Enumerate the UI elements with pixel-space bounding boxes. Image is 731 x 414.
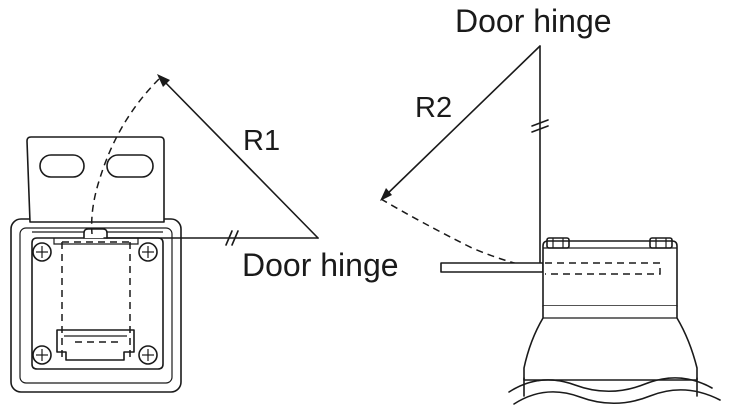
right-break-mark-1 bbox=[531, 119, 549, 127]
right-switch-body bbox=[523, 305, 698, 381]
left-door-hinge-label: Door hinge bbox=[242, 247, 399, 283]
left-screw-bottom-left bbox=[32, 345, 52, 365]
right-screw-right bbox=[649, 237, 673, 249]
left-bottom-bracket bbox=[56, 329, 135, 361]
left-mounting-slot-right bbox=[106, 154, 154, 178]
left-mounting-slot-left bbox=[39, 154, 85, 178]
right-break-mark-2 bbox=[531, 125, 549, 133]
left-switch-head-step bbox=[53, 238, 139, 245]
left-radius-line bbox=[159, 76, 319, 239]
left-screw-top-left bbox=[32, 242, 52, 262]
right-break-wave-top bbox=[508, 377, 713, 393]
left-hidden-actuator bbox=[61, 241, 131, 362]
left-swing-arc bbox=[90, 78, 160, 235]
right-actuator-plate bbox=[440, 262, 544, 273]
right-hidden-slot bbox=[545, 262, 661, 275]
left-break-mark-2 bbox=[231, 230, 239, 246]
left-actuator-plate bbox=[26, 136, 165, 223]
right-swing-arc bbox=[380, 198, 542, 270]
left-screw-bottom-right bbox=[138, 345, 158, 365]
r1-label: R1 bbox=[243, 125, 280, 157]
right-screw-left bbox=[546, 237, 570, 249]
r2-label: R2 bbox=[415, 92, 452, 124]
right-break-wave-bottom bbox=[513, 389, 721, 405]
left-switch-body-inner bbox=[19, 227, 173, 384]
right-radius-arrowhead bbox=[380, 188, 392, 201]
left-radius-arrowhead bbox=[157, 74, 170, 87]
left-actuator-assembly bbox=[10, 74, 319, 393]
left-actuator-tab bbox=[83, 228, 108, 239]
right-door-hinge-label: Door hinge bbox=[455, 3, 612, 39]
right-actuator-assembly bbox=[380, 45, 721, 405]
left-break-mark-1 bbox=[225, 230, 233, 246]
left-screw-top-right bbox=[138, 242, 158, 262]
right-radius-line bbox=[382, 45, 541, 199]
